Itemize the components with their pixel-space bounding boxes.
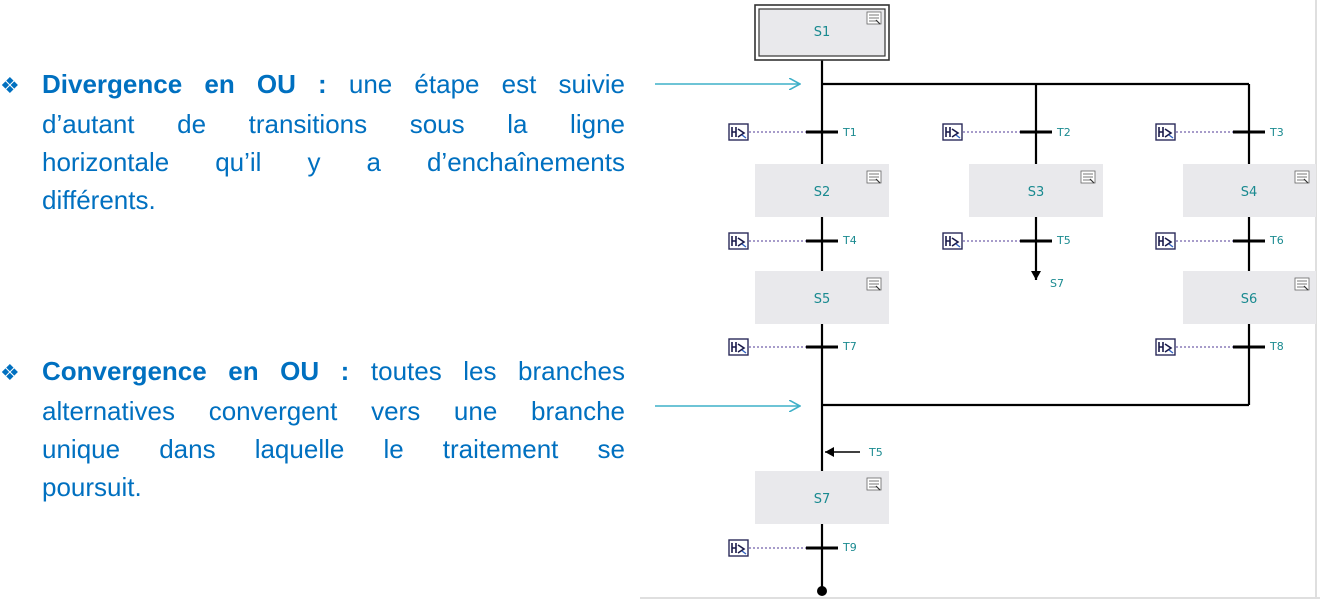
jump-target-label: S7 bbox=[1050, 277, 1064, 290]
transition-t2[interactable]: T2 bbox=[942, 123, 1071, 141]
transition-t5[interactable]: T5 bbox=[942, 232, 1071, 250]
step-label: S4 bbox=[1241, 185, 1258, 200]
transition-label: T9 bbox=[842, 541, 857, 554]
diamond-bullet-icon: ❖ bbox=[0, 73, 20, 98]
transition-label: T7 bbox=[842, 340, 857, 353]
transition-t6[interactable]: T6 bbox=[1155, 232, 1284, 250]
action-icon bbox=[942, 123, 963, 141]
transition-t4[interactable]: T4 bbox=[728, 232, 857, 250]
step-label: S2 bbox=[814, 185, 831, 200]
transition-label: T1 bbox=[842, 126, 857, 139]
step-s3[interactable]: S3 bbox=[969, 164, 1103, 217]
step-s7[interactable]: S7 bbox=[755, 471, 889, 524]
transition-label: T6 bbox=[1269, 234, 1284, 247]
transition-t3[interactable]: T3 bbox=[1155, 123, 1284, 141]
convergence-line-2: alternatives convergent vers une branche bbox=[42, 396, 625, 426]
action-icon bbox=[728, 232, 749, 250]
transition-label: T2 bbox=[1056, 126, 1071, 139]
divergence-line-2: d’autant de transitions sous la ligne bbox=[42, 109, 625, 139]
step-label: S7 bbox=[814, 492, 831, 507]
action-icon bbox=[728, 123, 749, 141]
action-icon bbox=[728, 338, 749, 356]
transition-t1[interactable]: T1 bbox=[728, 123, 857, 141]
convergence-term: Convergence en OU : bbox=[42, 356, 350, 386]
step-s5[interactable]: S5 bbox=[755, 271, 889, 324]
transition-t8[interactable]: T8 bbox=[1155, 338, 1284, 356]
end-dot bbox=[817, 586, 827, 596]
step-label: S5 bbox=[814, 292, 831, 307]
transition-t9[interactable]: T9 bbox=[728, 539, 857, 557]
transition-label: T4 bbox=[842, 234, 857, 247]
step-label: S1 bbox=[814, 25, 831, 40]
step-s1[interactable]: S1 bbox=[754, 4, 890, 61]
convergence-line-1: ❖Convergence en OU : toutes les branches bbox=[0, 352, 625, 392]
grafcet-diagram: S1 S2 S3 S4 S5 S6 S7 T1 T2 bbox=[640, 0, 1320, 599]
step-label: S3 bbox=[1028, 185, 1045, 200]
convergence-line-3: unique dans laquelle le traitement se bbox=[42, 434, 625, 464]
transition-label: T8 bbox=[1269, 340, 1284, 353]
action-icon bbox=[1155, 123, 1176, 141]
divergence-line-3: horizontale qu’il y a d’enchaînements bbox=[42, 147, 625, 177]
action-icon bbox=[942, 232, 963, 250]
step-label: S6 bbox=[1241, 292, 1258, 307]
action-icon bbox=[1155, 232, 1176, 250]
convergence-line-4: poursuit. bbox=[42, 472, 142, 502]
divergence-line-1: ❖Divergence en OU : une étape est suivie bbox=[0, 65, 625, 105]
transition-label: T3 bbox=[1269, 126, 1284, 139]
diamond-bullet-icon: ❖ bbox=[0, 360, 20, 385]
jump-source-label: T5 bbox=[868, 446, 883, 459]
divergence-description: ❖Divergence en OU : une étape est suivie… bbox=[0, 65, 625, 219]
step-s4[interactable]: S4 bbox=[1183, 164, 1316, 217]
step-s2[interactable]: S2 bbox=[755, 164, 889, 217]
action-icon bbox=[1155, 338, 1176, 356]
divergence-term: Divergence en OU : bbox=[42, 69, 327, 99]
transition-label: T5 bbox=[1056, 234, 1071, 247]
divergence-line-4: différents. bbox=[42, 185, 156, 215]
action-icon bbox=[728, 539, 749, 557]
convergence-description: ❖Convergence en OU : toutes les branches… bbox=[0, 352, 625, 506]
step-s6[interactable]: S6 bbox=[1183, 271, 1316, 324]
transition-t7[interactable]: T7 bbox=[728, 338, 857, 356]
